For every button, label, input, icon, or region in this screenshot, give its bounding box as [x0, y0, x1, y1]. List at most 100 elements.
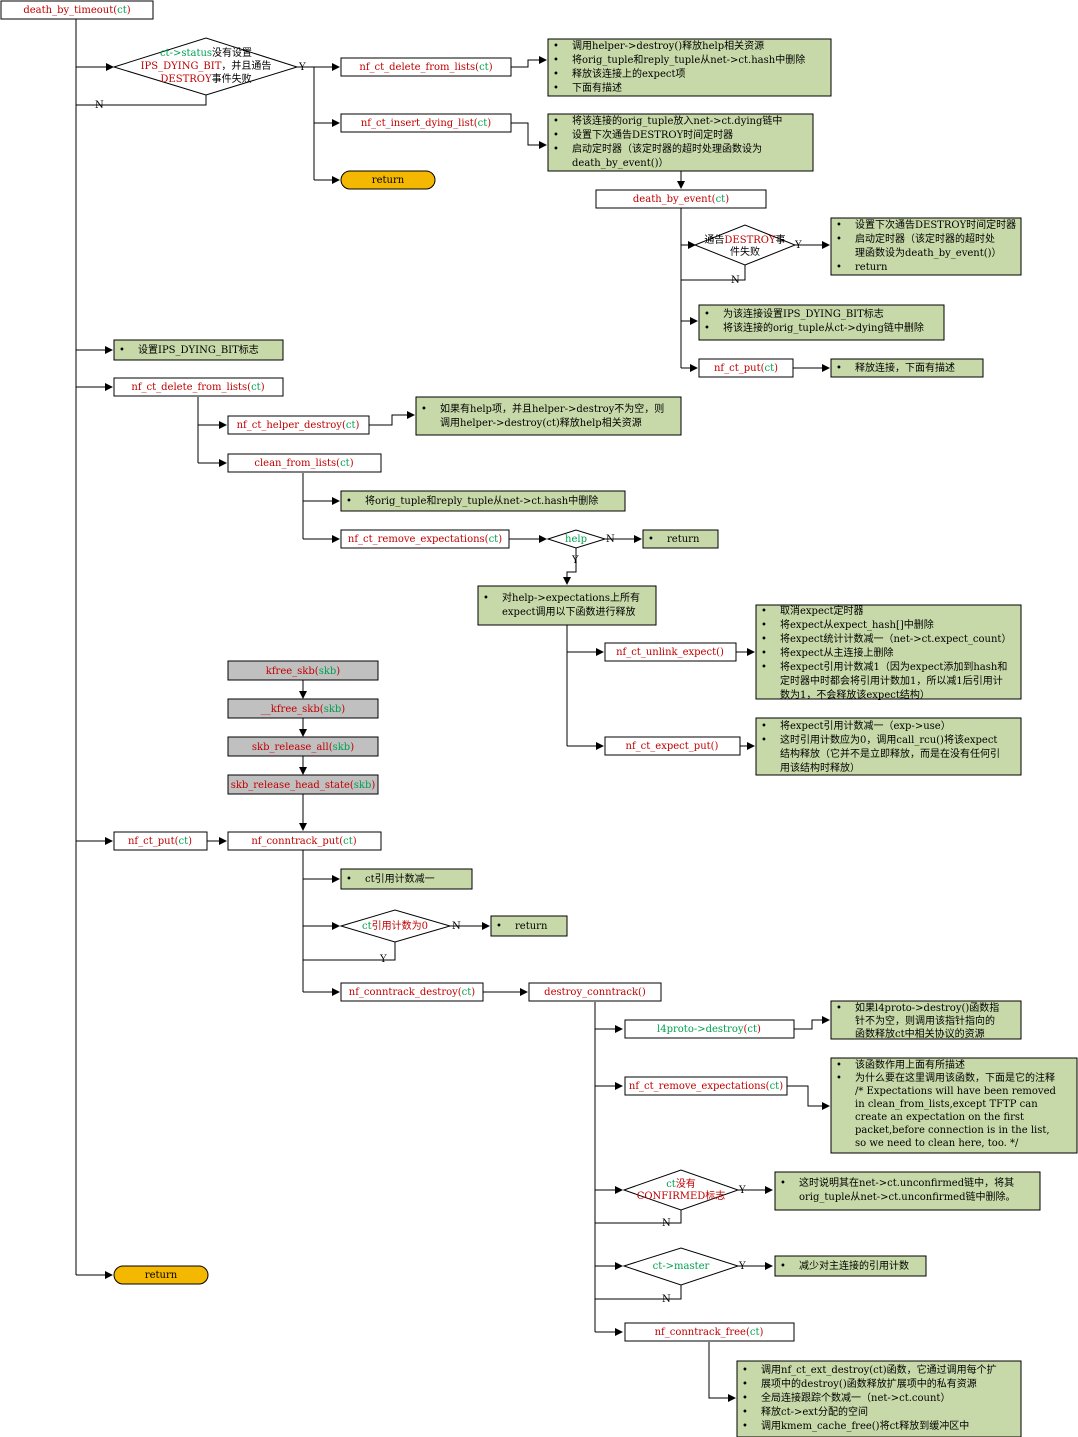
cond-confirmed-line2: CONFIRMED标志 [637, 1189, 726, 1202]
note-line: 数为1，不会释放该expect结构） [780, 688, 930, 701]
cond-status-line1: ct->status没有设置 [160, 46, 252, 59]
note-bullet: • [761, 735, 767, 746]
note-line: 设置下次通告DESTROY时间定时器 [855, 218, 1016, 231]
node-remove-expectations-1: nf_ct_remove_expectations(ct) [348, 534, 502, 545]
cond-status-line2: IPS_DYING_BIT，并且通告 [141, 59, 272, 72]
note-line: 启动定时器（该定时器的超时处 [855, 232, 995, 245]
note-line: 定时器中时都会将引用计数加1，所以减1后引用计 [780, 674, 1003, 687]
note-line: 将expect引用计数减一（exp->use） [780, 719, 951, 732]
node-return-top: return [372, 175, 405, 186]
note-bullet: • [780, 1178, 786, 1189]
node-l4proto-destroy: l4proto->destroy(ct) [657, 1024, 761, 1035]
cond-status-line3: DESTROY事件失败 [160, 72, 251, 85]
note-bullet: • [742, 1365, 748, 1376]
note-bullet: • [761, 634, 767, 645]
node-death-by-timeout: death_by_timeout(ct) [23, 5, 130, 16]
connector-lines [75, 18, 830, 1402]
node-nf-conntrack-put: nf_conntrack_put(ct) [251, 836, 356, 847]
note-bullet: • [553, 83, 559, 94]
cond-refcnt: ct引用计数为0 [362, 919, 428, 932]
flow-texts: death_by_timeout(ct) nf_ct_delete_from_l… [23, 5, 785, 1338]
label-n-refcnt: N [452, 921, 461, 932]
node-delete-from-lists-2: nf_ct_delete_from_lists(ct) [131, 382, 264, 393]
node-death-by-event: death_by_event(ct) [633, 194, 729, 205]
note-line: 针不为空，则调用该指针指向的 [855, 1014, 995, 1027]
note-bullet: • [836, 1060, 842, 1071]
note-line: 将该连接的orig_tuple从ct->dying链中删除 [723, 321, 924, 334]
note-line: 调用nf_ct_ext_destroy(ct)函数，它通过调用每个扩 [761, 1363, 997, 1376]
note-line: 如果有help项，并且helper->destroy不为空，则 [440, 402, 664, 415]
cond-destroy-fail-line1: 通告DESTROY事 [704, 233, 785, 246]
note-bullet: • [553, 130, 559, 141]
note-line: 这时引用计数应为0，调用call_rcu()将该expect [780, 733, 997, 746]
note-bullet: • [704, 309, 710, 320]
note-line: 取消expect定时器 [780, 604, 864, 617]
note-line: 将orig_tuple和reply_tuple从net->ct.hash中删除 [365, 494, 598, 507]
node-return-bottom: return [145, 1270, 178, 1281]
note-line: 释放该连接上的expect项 [572, 67, 686, 80]
label-y-help: Y [571, 555, 579, 566]
note-bullet: • [346, 874, 352, 885]
note-bullet: • [421, 404, 427, 415]
note-line: 结构释放（它并不是立即释放，而是在没有任何引 [780, 747, 1000, 760]
note-bullet: • [761, 620, 767, 631]
note-line: 如果l4proto->destroy()函数指 [855, 1001, 999, 1014]
note-bullet: • [761, 721, 767, 732]
note-line: create an expectation on the first [855, 1112, 1024, 1123]
note-line: 启动定时器（该定时器的超时处理函数设为 [572, 142, 762, 155]
note-texts: • 调用helper->destroy()释放help相关资源 • 将orig_tup… [119, 39, 1056, 1432]
note-line: 对help->expectations上所有 [502, 591, 640, 604]
label-y-master: Y [738, 1261, 746, 1272]
note-line: 将expect引用计数减1（因为expect添加到hash和 [780, 660, 1007, 673]
note-line: 下面有描述 [572, 81, 622, 94]
note-line: 全局连接跟踪个数减一（net->ct.count） [761, 1391, 950, 1404]
note-bullet: • [742, 1379, 748, 1390]
note-line: ct引用计数减一 [365, 872, 435, 885]
note-line: orig_tuple从net->ct.unconfirmed链中删除。 [799, 1190, 1016, 1203]
node-nf-ct-put-event: nf_ct_put(ct) [714, 363, 778, 374]
node-delete-from-lists-1: nf_ct_delete_from_lists(ct) [359, 62, 492, 73]
node-__kfree-skb: __kfree_skb(skb) [261, 704, 345, 715]
note-bullet: • [780, 1261, 786, 1272]
note-line: 将该连接的orig_tuple放入net->ct.dying链中 [572, 114, 782, 127]
note-line: 展项中的destroy()函数释放扩展项中的私有资源 [761, 1377, 977, 1390]
note-bullet: • [742, 1421, 748, 1432]
note-line: return [667, 534, 700, 545]
label-n-confirmed: N [662, 1218, 671, 1229]
note-line: 调用helper->destroy()释放help相关资源 [572, 39, 764, 52]
note-line: 该函数作用上面有所描述 [855, 1058, 965, 1071]
note-bullet: • [483, 593, 489, 604]
label-n-destroy: N [731, 275, 740, 286]
label-y-confirmed: Y [738, 1185, 746, 1196]
node-destroy-conntrack: destroy_conntrack() [544, 987, 646, 998]
branch-labels: Y N Y N N Y N Y Y N Y N [95, 62, 802, 1305]
cond-destroy-fail-line2: 件失败 [730, 245, 760, 258]
cond-help: help [565, 534, 587, 545]
node-insert-dying-list: nf_ct_insert_dying_list(ct) [361, 118, 491, 129]
note-bullet: • [836, 220, 842, 231]
note-line: 理函数设为death_by_event()） [855, 246, 1002, 259]
note-bullet: • [836, 234, 842, 245]
note-bullet: • [761, 648, 767, 659]
node-skb-release-head-state: skb_release_head_state(skb) [231, 780, 376, 791]
note-bullet: • [742, 1407, 748, 1418]
node-skb-release-all: skb_release_all(skb) [252, 742, 354, 753]
note-bullet: • [836, 262, 842, 273]
label-y-destroy: Y [794, 240, 802, 251]
note-bullet: • [704, 323, 710, 334]
note-bullet: • [836, 1073, 842, 1084]
note-line: death_by_event()） [572, 157, 669, 169]
node-kfree-skb: kfree_skb(skb) [266, 666, 340, 677]
note-line: return [515, 921, 548, 932]
node-expect-put: nf_ct_expect_put() [626, 741, 719, 752]
note-line: 用该结构时释放） [780, 761, 860, 774]
label-n-status: N [95, 100, 104, 111]
node-remove-expectations-2: nf_ct_remove_expectations(ct) [629, 1081, 783, 1092]
note-line: 释放连接，下面有描述 [855, 361, 955, 374]
note-bullet: • [648, 534, 654, 545]
note-line: 将expect从expect_hash[]中删除 [780, 618, 934, 631]
node-nf-conntrack-destroy: nf_conntrack_destroy(ct) [349, 987, 476, 998]
note-bullet: • [496, 921, 502, 932]
label-n-master: N [662, 1294, 671, 1305]
